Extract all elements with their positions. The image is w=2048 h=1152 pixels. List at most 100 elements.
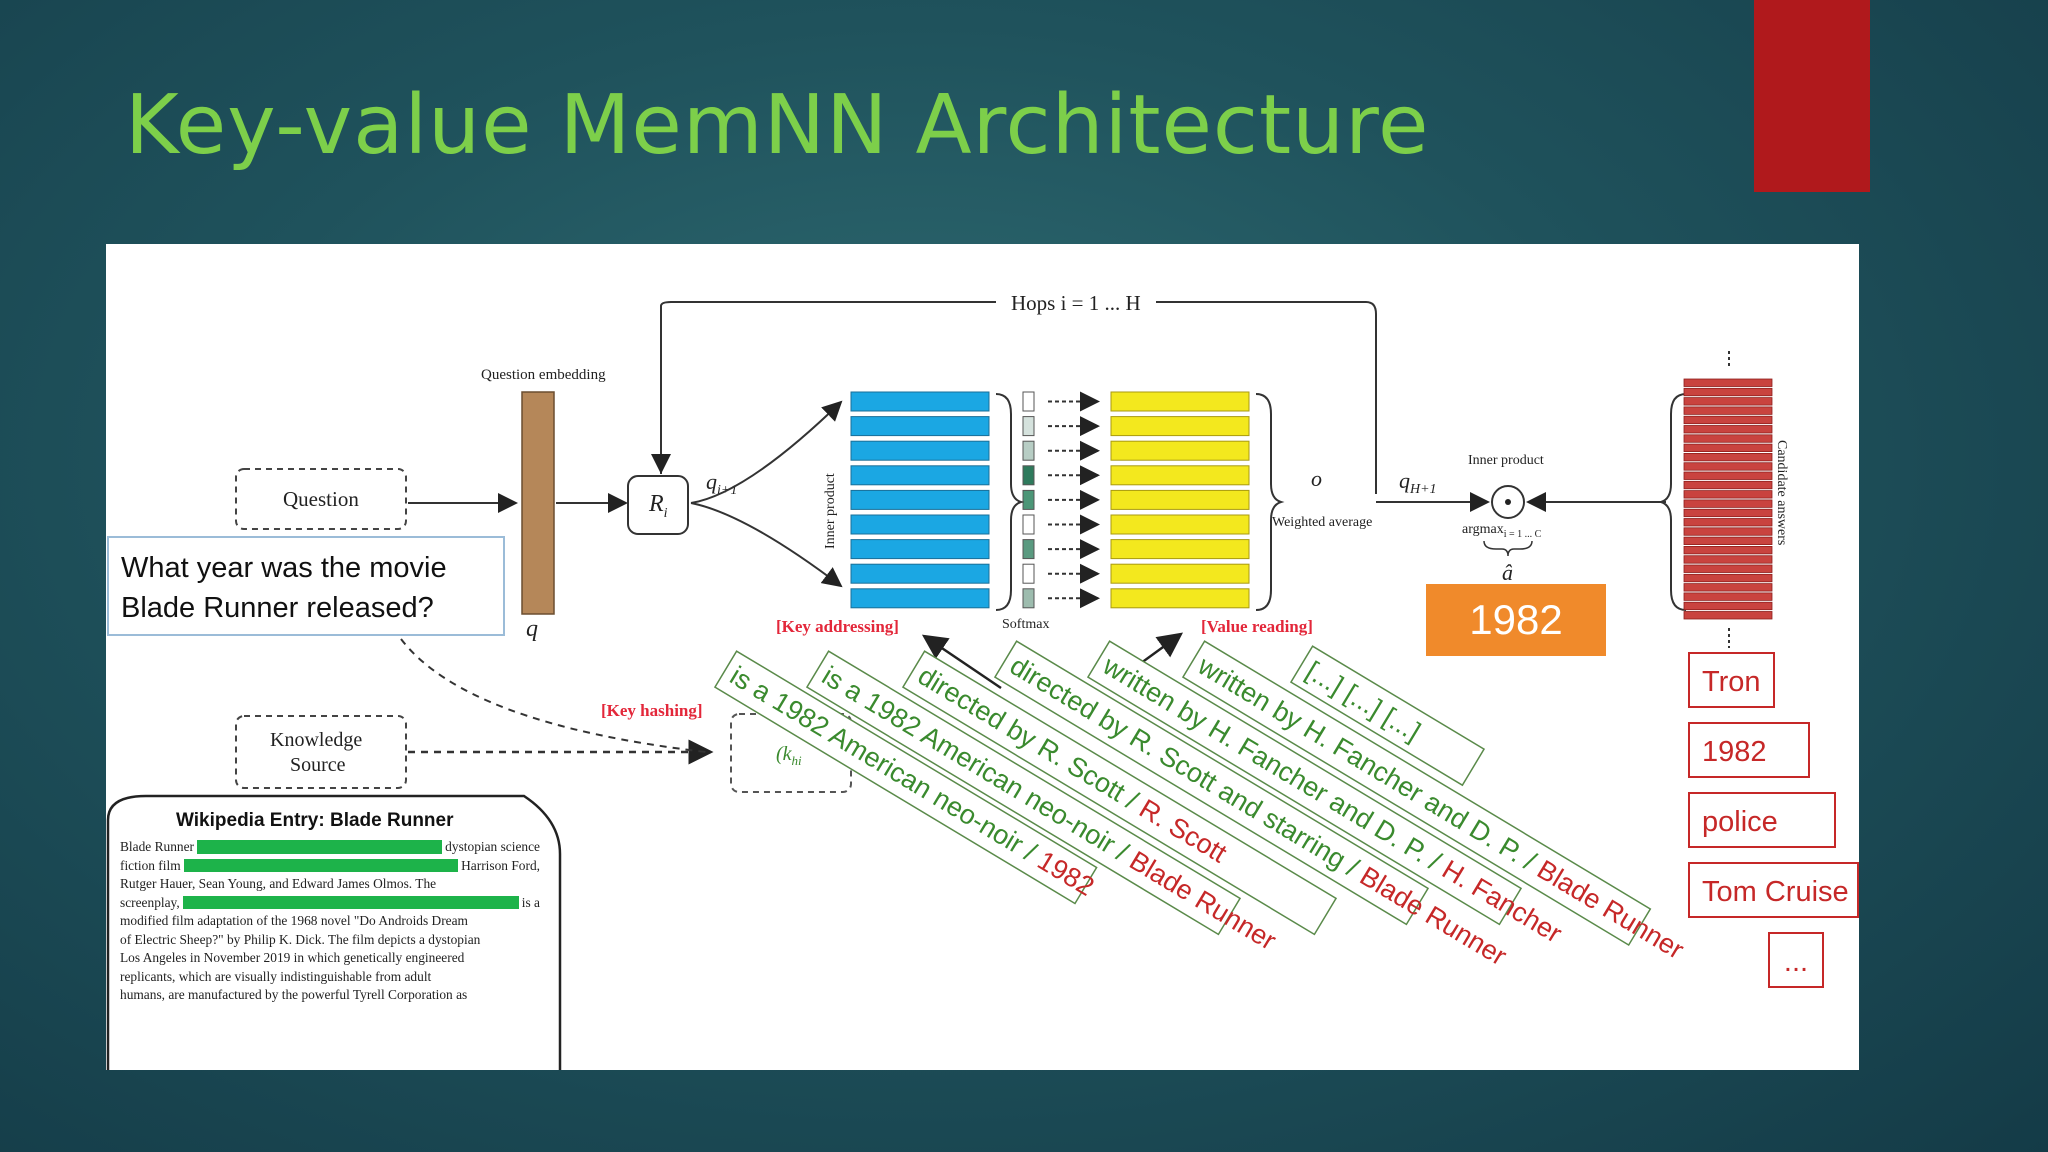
candidate-bar bbox=[1683, 536, 1773, 546]
memory-entry-box bbox=[901, 650, 1338, 936]
architecture-diagram: Hops i = 1 ... H Question embedding q Qu… bbox=[106, 244, 1859, 1070]
softmax-cell bbox=[1022, 489, 1035, 510]
key-brace bbox=[995, 393, 1025, 611]
wiki-title: Wikipedia Entry: Blade Runner bbox=[176, 810, 454, 831]
candidate-bar bbox=[1683, 555, 1773, 564]
wiki-line-4: screenplay,is a bbox=[120, 894, 540, 910]
value-reading-label: [Value reading] bbox=[1201, 617, 1313, 636]
memory-entry-box bbox=[1289, 645, 1486, 787]
candidate-brace bbox=[1657, 393, 1687, 611]
candidate-bar bbox=[1683, 471, 1773, 480]
key-bar bbox=[850, 440, 990, 461]
candidate-bar bbox=[1683, 601, 1773, 611]
value-bar bbox=[1110, 391, 1250, 412]
candidate-bar bbox=[1683, 490, 1773, 499]
wiki-line-5: modified film adaptation of the 1968 nov… bbox=[120, 913, 468, 928]
candidate-bar bbox=[1683, 452, 1773, 462]
diagram-canvas: Hops i = 1 ... H Question embedding q Qu… bbox=[235, 291, 1789, 971]
softmax-cell bbox=[1022, 514, 1035, 535]
question-callout: What year was the movie Blade Runner rel… bbox=[107, 536, 505, 636]
key-bar bbox=[850, 563, 990, 584]
key-addressing-label: [Key addressing] bbox=[776, 617, 899, 636]
weighted-average-label: Weighted average bbox=[1272, 515, 1372, 530]
r-label: Ri bbox=[648, 491, 668, 521]
khi-label: (khi bbox=[776, 743, 802, 768]
question-text-line2: Blade Runner released? bbox=[121, 592, 434, 624]
memory-entry-box bbox=[805, 650, 1242, 936]
candidate-bar bbox=[1683, 611, 1773, 620]
candidate-1982: 1982 bbox=[1688, 722, 1810, 778]
hops-label: Hops i = 1 ... H bbox=[1011, 291, 1141, 315]
a-hat-label: â bbox=[1502, 560, 1513, 585]
qh-label: qH+1 bbox=[1399, 468, 1437, 497]
wiki-line-3: Rutger Hauer, Sean Young, and Edward Jam… bbox=[120, 876, 437, 891]
softmax-cell bbox=[1022, 588, 1035, 609]
candidate-bar bbox=[1683, 480, 1773, 490]
candidate-bar bbox=[1683, 387, 1773, 397]
memory-entry-box bbox=[713, 650, 1098, 905]
inner-product-vertical-label: Inner product bbox=[823, 473, 838, 549]
candidate-answer-bars bbox=[1683, 378, 1773, 620]
candidate-bar bbox=[1683, 434, 1773, 443]
memory-to-key-arrow bbox=[921, 634, 1002, 690]
question-box bbox=[235, 468, 407, 530]
candidate-bar bbox=[1683, 378, 1773, 387]
question-hash-arrow bbox=[400, 638, 707, 753]
candidate-bar bbox=[1683, 527, 1773, 536]
value-bar bbox=[1110, 416, 1250, 437]
candidate-bar bbox=[1683, 545, 1773, 555]
knowledge-source-box bbox=[235, 715, 407, 789]
value-bar bbox=[1110, 489, 1250, 510]
key-bar bbox=[850, 539, 990, 560]
question-embedding-bar bbox=[521, 391, 555, 615]
key-bar bbox=[850, 514, 990, 535]
wiki-highlight-2 bbox=[183, 858, 459, 872]
hops-line-left bbox=[660, 301, 996, 474]
red-accent-bar bbox=[1754, 0, 1870, 192]
softmax-cell bbox=[1022, 539, 1035, 560]
memory-entry-box bbox=[1181, 640, 1652, 947]
value-brace bbox=[1255, 393, 1285, 611]
candidate-bar bbox=[1683, 564, 1773, 573]
candidate-bar bbox=[1683, 583, 1773, 592]
argmax-label: argmaxi = 1 ... C bbox=[1462, 522, 1542, 540]
value-bar bbox=[1110, 563, 1250, 584]
candidate-bar bbox=[1683, 443, 1773, 453]
value-bar bbox=[1110, 440, 1250, 461]
question-text-line1: What year was the movie bbox=[121, 552, 447, 584]
candidate-bar bbox=[1683, 592, 1773, 601]
answer-box: 1982 bbox=[1426, 584, 1606, 656]
knowledge-source-label-2: Source bbox=[290, 754, 346, 776]
softmax-cell bbox=[1022, 416, 1035, 437]
value-bar bbox=[1110, 588, 1250, 609]
candidate-bar bbox=[1683, 518, 1773, 527]
wiki-highlight-1 bbox=[197, 840, 443, 854]
candidate-bar bbox=[1683, 573, 1773, 583]
value-memory-bars bbox=[1110, 391, 1250, 609]
wiki-line-8: replicants, which are visually indisting… bbox=[120, 968, 432, 984]
inner-product-dot bbox=[1505, 499, 1511, 505]
key-hashing-label: [Key hashing] bbox=[601, 701, 703, 720]
candidate-bar bbox=[1683, 406, 1773, 415]
q-label: q bbox=[526, 616, 538, 642]
candidate-tom-cruise: Tom Cruise bbox=[1688, 862, 1859, 918]
wiki-highlight-3 bbox=[182, 895, 519, 909]
memory-entry-box bbox=[993, 640, 1430, 926]
key-bar bbox=[850, 489, 990, 510]
softmax-cell bbox=[1022, 465, 1035, 486]
key-bar bbox=[850, 391, 990, 412]
value-bar bbox=[1110, 465, 1250, 486]
wiki-line-6: of Electric Sheep?" by Philip K. Dick. T… bbox=[120, 931, 481, 947]
wiki-line-7: Los Angeles in November 2019 in which ge… bbox=[120, 950, 465, 965]
candidate-bar bbox=[1683, 462, 1773, 471]
candidate-bar bbox=[1683, 508, 1773, 518]
knowledge-source-label-1: Knowledge bbox=[270, 729, 362, 751]
candidate-bar bbox=[1683, 499, 1773, 508]
slide-title: Key-value MemNN Architecture bbox=[125, 78, 1430, 173]
o-label: o bbox=[1311, 466, 1322, 491]
softmax-cell bbox=[1022, 563, 1035, 584]
key-bar bbox=[850, 465, 990, 486]
